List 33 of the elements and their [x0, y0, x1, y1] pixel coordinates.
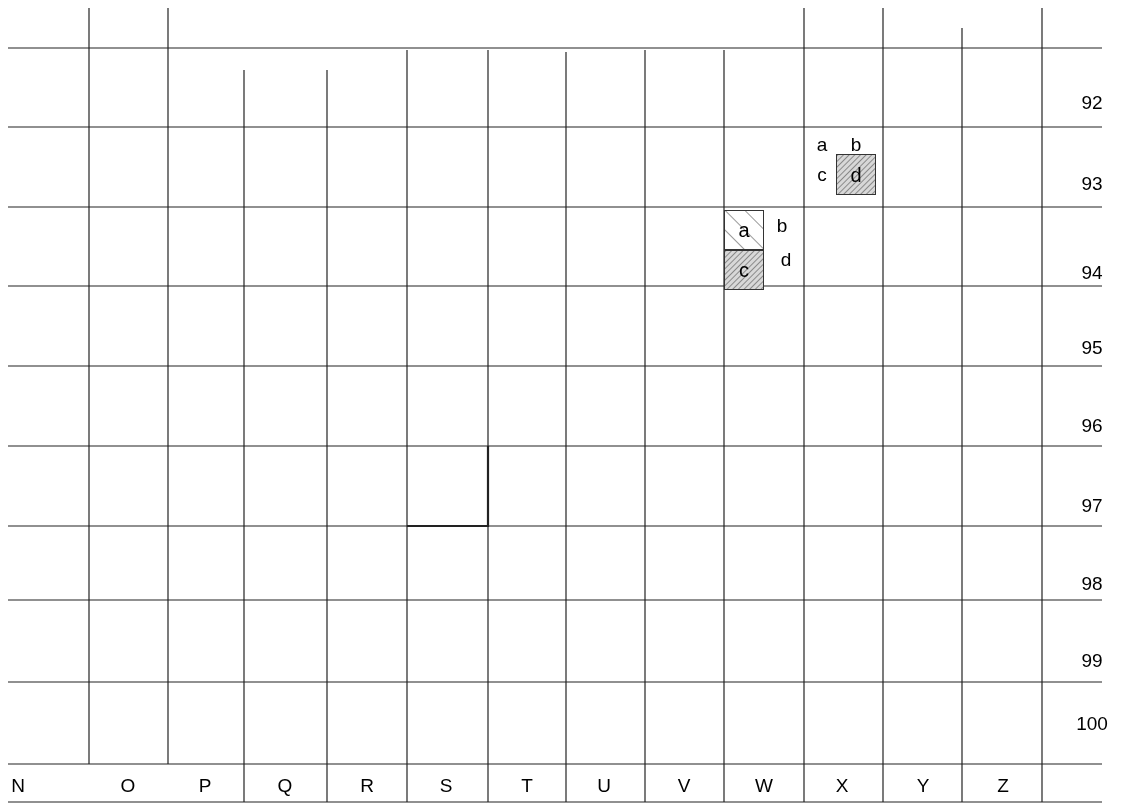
cell-label: c	[739, 260, 749, 280]
column-letter: T	[521, 775, 533, 795]
subdivision-label: b	[850, 134, 862, 154]
subdivision-label: a	[816, 134, 828, 154]
row-number: 93	[1081, 173, 1103, 193]
subdivision-label: c	[817, 164, 827, 184]
column-letter: W	[755, 775, 773, 795]
column-letter: N	[11, 775, 25, 795]
hatched-square	[724, 210, 764, 250]
column-letter: X	[835, 775, 849, 795]
row-number: 94	[1081, 262, 1103, 282]
subdivision-label: b	[776, 215, 788, 235]
hatched-square	[724, 250, 764, 290]
column-letter: Y	[916, 775, 930, 795]
column-letter: Q	[277, 775, 293, 795]
column-letter: S	[439, 775, 453, 795]
cell-label: a	[738, 220, 750, 240]
row-number: 96	[1081, 415, 1103, 435]
hatched-square	[836, 154, 876, 195]
row-number: 97	[1081, 495, 1103, 515]
column-letter: O	[120, 775, 136, 795]
column-letter: V	[677, 775, 691, 795]
subdivision-label: d	[780, 249, 792, 269]
row-number: 92	[1081, 92, 1103, 112]
column-letter: R	[360, 775, 374, 795]
row-number: 98	[1081, 573, 1103, 593]
cell-label: d	[850, 164, 862, 185]
row-number: 99	[1081, 650, 1103, 670]
column-letter: U	[597, 775, 611, 795]
row-number: 100	[1076, 713, 1108, 733]
row-number: 95	[1081, 337, 1103, 357]
column-letter: P	[198, 775, 212, 795]
column-letter: Z	[997, 775, 1009, 795]
